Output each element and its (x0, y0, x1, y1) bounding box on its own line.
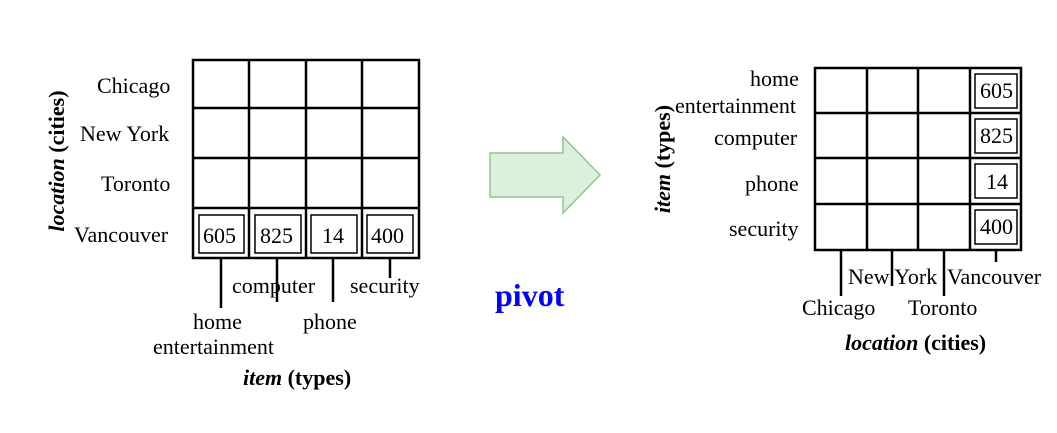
axis-name: location (44, 158, 69, 232)
right-col-label: Toronto (908, 295, 978, 320)
axis-unit: (cities) (923, 330, 987, 355)
left-row-label: New York (80, 121, 170, 146)
left-y-axis-title: location (cities) (44, 66, 69, 256)
right-col-label: Vancouver (947, 264, 1042, 289)
right-cell-value: 825 (980, 123, 1013, 148)
axis-name: location (845, 330, 919, 355)
right-row-label: computer (714, 125, 798, 150)
right-cell-value: 400 (980, 214, 1013, 239)
left-cell-value: 14 (322, 223, 344, 248)
left-col-label: home (193, 309, 242, 334)
axis-unit: (types) (287, 365, 352, 390)
axis-unit: (cities) (44, 90, 69, 153)
right-row-label: home (750, 66, 799, 91)
right-row-label: phone (745, 171, 799, 196)
left-row-label: Vancouver (74, 222, 169, 247)
left-row-label: Toronto (101, 171, 171, 196)
pivot-arrow-shape (489, 135, 602, 215)
right-col-label: New York (848, 264, 938, 289)
right-x-axis-title: location (cities) (845, 332, 986, 354)
right-value-boxes (974, 73, 1018, 245)
left-col-label: security (350, 273, 420, 298)
left-col-label: phone (303, 309, 357, 334)
right-grid (813, 66, 1023, 296)
pivot-label: pivot (495, 277, 565, 313)
right-row-label: entertainment (675, 93, 796, 118)
right-col-label: Chicago (802, 295, 876, 320)
left-x-axis-title: item (types) (243, 367, 351, 389)
right-cell-value: 605 (980, 78, 1013, 103)
left-col-label: computer (232, 273, 316, 298)
axis-name: item (650, 173, 675, 214)
left-col-label: entertainment (153, 334, 274, 359)
left-grid (191, 58, 421, 308)
left-value-boxes (198, 214, 414, 254)
axis-name: item (243, 365, 283, 390)
left-row-label: Chicago (97, 73, 171, 98)
right-cell-value: 14 (986, 169, 1008, 194)
right-y-axis-title: item (types) (650, 99, 675, 219)
left-cell-value: 400 (371, 223, 404, 248)
axis-unit: (types) (650, 104, 675, 169)
right-row-label: security (729, 216, 799, 241)
left-cell-value: 605 (203, 223, 236, 248)
left-cell-value: 825 (260, 223, 293, 248)
